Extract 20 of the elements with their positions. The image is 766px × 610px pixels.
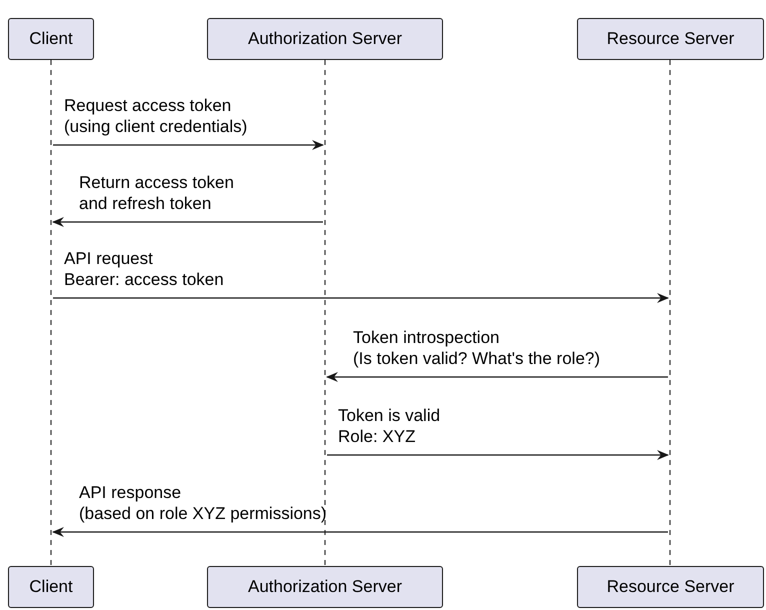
message-arrow [52, 217, 323, 227]
message-arrow [327, 450, 669, 460]
message-label: Request access token (using client credentials) [64, 95, 248, 137]
participant-box: Resource Server [577, 18, 764, 60]
message-label: API response (based on role XYZ permissions) [79, 482, 327, 524]
message-label: Token introspection (Is token valid? What's the role?) [353, 327, 600, 369]
message-label: API request Bearer: access token [64, 248, 224, 290]
message-arrow [52, 527, 668, 537]
message-arrow [326, 372, 668, 382]
lifeline [49, 60, 53, 566]
participant-box: Authorization Server [207, 566, 443, 608]
message-label: Return access token and refresh token [79, 172, 234, 214]
message-arrow [53, 293, 669, 303]
participant-box: Client [8, 566, 94, 608]
message-arrow [53, 140, 324, 150]
participant-box: Authorization Server [207, 18, 443, 60]
participant-box: Resource Server [577, 566, 764, 608]
lifeline [668, 60, 672, 566]
message-label: Token is valid Role: XYZ [338, 405, 440, 447]
participant-box: Client [8, 18, 94, 60]
